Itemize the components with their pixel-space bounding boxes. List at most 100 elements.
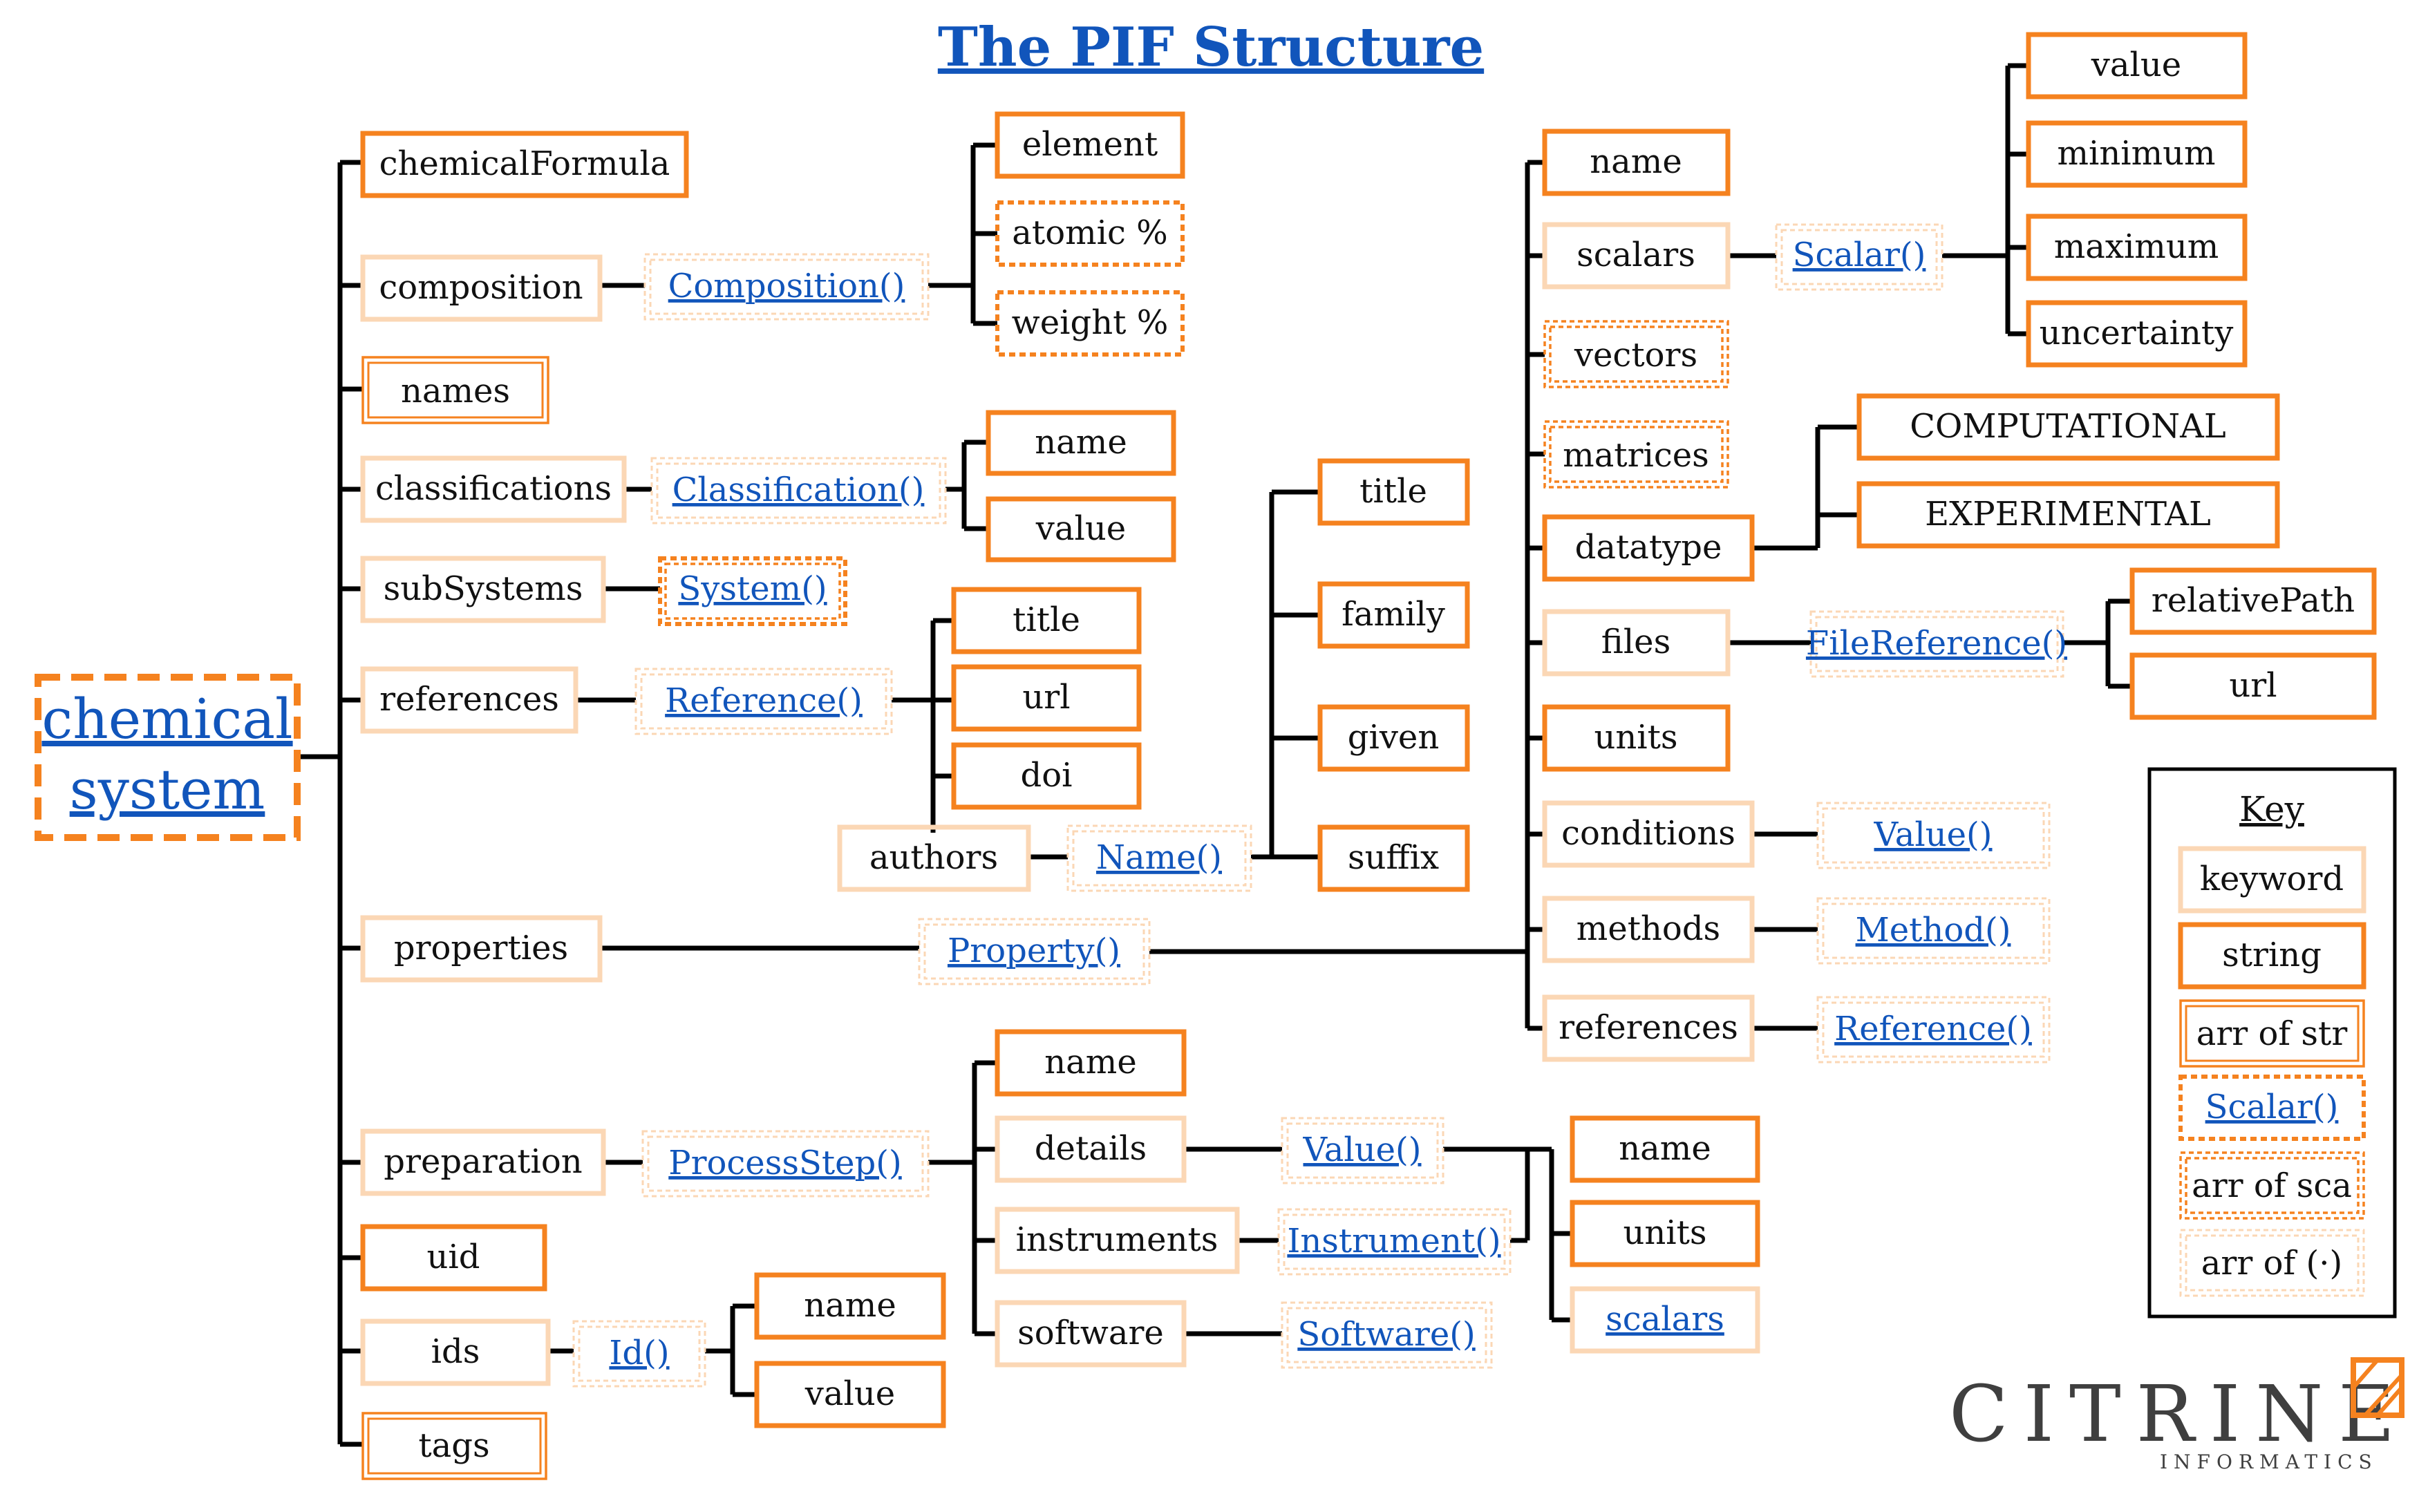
file-relativePath-label: relativePath xyxy=(2152,581,2355,620)
scalar-value-label: value xyxy=(2091,46,2181,84)
name-suffix-label: suffix xyxy=(1348,838,1439,877)
node-prop-scalars: scalars xyxy=(1542,222,1731,290)
node-prop-methods: methods xyxy=(1542,896,1755,963)
node-composition-label: composition xyxy=(379,268,583,307)
node-dt-experimental: EXPERIMENTAL xyxy=(1856,481,2280,549)
node-scalar-value: value xyxy=(2026,32,2248,100)
node-prop-conditions: conditions xyxy=(1542,800,1755,868)
node-id-name: name xyxy=(754,1272,946,1340)
node-scalar-maximum: maximum xyxy=(2026,214,2248,281)
key-title: Key xyxy=(2239,789,2305,829)
val-name-label: name xyxy=(1619,1129,1711,1168)
node-name-family: family xyxy=(1317,581,1470,649)
node-prep-software: software xyxy=(995,1300,1187,1368)
node-cond-object: Value() xyxy=(1816,802,2051,869)
instrument-object-link[interactable]: Instrument() xyxy=(1287,1222,1500,1260)
node-properties: properties xyxy=(360,915,603,983)
node-names-label: names xyxy=(401,372,510,410)
id-value-label: value xyxy=(804,1374,895,1413)
node-preparation-label: preparation xyxy=(384,1142,582,1181)
node-reference-object: Reference() xyxy=(634,668,893,735)
id-object-link[interactable]: Id() xyxy=(609,1334,669,1372)
node-processstep-object: ProcessStep() xyxy=(641,1130,930,1198)
legend-key: Key keyword string arr of str Scalar() a… xyxy=(2147,767,2397,1319)
citrine-logo: CITRINE INFORMATICS xyxy=(1949,1357,2410,1473)
val-scalars-link[interactable]: scalars xyxy=(1606,1300,1724,1339)
root-box xyxy=(35,674,301,841)
dt-computational-label: COMPUTATIONAL xyxy=(1910,407,2225,446)
ref-doi-label: doi xyxy=(1021,756,1073,795)
key-string-label: string xyxy=(2222,936,2322,974)
node-tags: tags xyxy=(361,1412,547,1480)
node-pref-object: Reference() xyxy=(1816,996,2051,1064)
composition-object-link[interactable]: Composition() xyxy=(668,267,905,305)
cond-object-link[interactable]: Value() xyxy=(1874,815,1993,854)
node-class-name: name xyxy=(986,410,1176,476)
node-names: names xyxy=(361,356,549,424)
node-class-value: value xyxy=(986,496,1176,563)
node-scalar-minimum: minimum xyxy=(2026,120,2248,188)
logo-subtitle: INFORMATICS xyxy=(2160,1450,2378,1473)
node-property-object: Property() xyxy=(918,918,1151,985)
node-id-object: Id() xyxy=(572,1320,706,1388)
root-label-line2[interactable]: system xyxy=(70,757,265,822)
id-name-label: name xyxy=(804,1286,896,1325)
key-arr-str-label: arr of str xyxy=(2196,1014,2348,1053)
processstep-object-link[interactable]: ProcessStep() xyxy=(668,1144,901,1182)
diagram-title[interactable]: The PIF Structure xyxy=(938,16,1484,79)
node-dt-computational: COMPUTATIONAL xyxy=(1856,393,2280,461)
key-arr-sca-label: arr of sca xyxy=(2192,1166,2352,1205)
node-composition: composition xyxy=(360,254,603,322)
key-arr-str-swatch xyxy=(2179,999,2365,1068)
node-instrument-object: Instrument() xyxy=(1277,1208,1512,1276)
node-prop-matrices: matrices xyxy=(1543,420,1729,489)
node-classification-object: Classification() xyxy=(650,457,947,525)
prop-vectors-label: vectors xyxy=(1574,336,1697,375)
classification-object-link[interactable]: Classification() xyxy=(672,471,925,509)
node-id-value: value xyxy=(754,1361,946,1428)
reference-object-link[interactable]: Reference() xyxy=(665,681,863,720)
node-references-label: references xyxy=(379,680,559,719)
connector-lines xyxy=(297,63,2132,1447)
node-subSystems: subSystems xyxy=(360,556,606,623)
node-ids-label: ids xyxy=(431,1332,480,1371)
scalar-object-link[interactable]: Scalar() xyxy=(1793,236,1926,274)
node-composition-object: Composition() xyxy=(643,253,930,321)
node-references: references xyxy=(360,666,578,734)
pref-object-link[interactable]: Reference() xyxy=(1834,1010,2032,1048)
node-name-given: given xyxy=(1317,704,1470,772)
prop-files-label: files xyxy=(1601,623,1670,661)
name-object-link[interactable]: Name() xyxy=(1096,838,1222,877)
file-object-link[interactable]: FileReference() xyxy=(1806,624,2067,663)
key-keyword-label: keyword xyxy=(2200,860,2344,898)
comp-element-label: element xyxy=(1022,125,1158,164)
node-name-title: title xyxy=(1317,458,1470,526)
node-meth-object: Method() xyxy=(1816,897,2051,965)
node-val-scalars: scalars xyxy=(1570,1286,1760,1354)
logo-wordmark: CITRINE xyxy=(1949,1370,2410,1459)
node-ref-authors: authors xyxy=(837,824,1031,892)
node-val-units: units xyxy=(1570,1200,1760,1267)
node-uid-label: uid xyxy=(427,1238,480,1276)
prop-matrices-label: matrices xyxy=(1563,436,1709,475)
ref-title-label: title xyxy=(1013,601,1080,639)
node-file-object: FileReference() xyxy=(1806,610,2067,678)
node-prop-files: files xyxy=(1542,609,1731,677)
prep-instruments-label: instruments xyxy=(1016,1220,1218,1259)
property-object-link[interactable]: Property() xyxy=(948,932,1120,970)
node-value-object: Value() xyxy=(1281,1117,1444,1184)
node-prop-datatype: datatype xyxy=(1542,514,1755,582)
root-label-line1[interactable]: chemical xyxy=(41,687,292,751)
logo-mark-icon xyxy=(2351,1357,2404,1418)
comp-atomic-label: atomic % xyxy=(1012,214,1167,252)
system-object-link[interactable]: System() xyxy=(678,569,827,608)
dt-experimental-label: EXPERIMENTAL xyxy=(1925,495,2211,533)
node-val-name: name xyxy=(1570,1115,1760,1183)
key-string-swatch xyxy=(2178,922,2366,990)
meth-object-link[interactable]: Method() xyxy=(1856,911,2011,949)
node-prep-name: name xyxy=(995,1029,1187,1097)
software-object-link[interactable]: Software() xyxy=(1297,1315,1475,1354)
name-title-label: title xyxy=(1359,472,1427,511)
value-object-link[interactable]: Value() xyxy=(1303,1131,1422,1169)
